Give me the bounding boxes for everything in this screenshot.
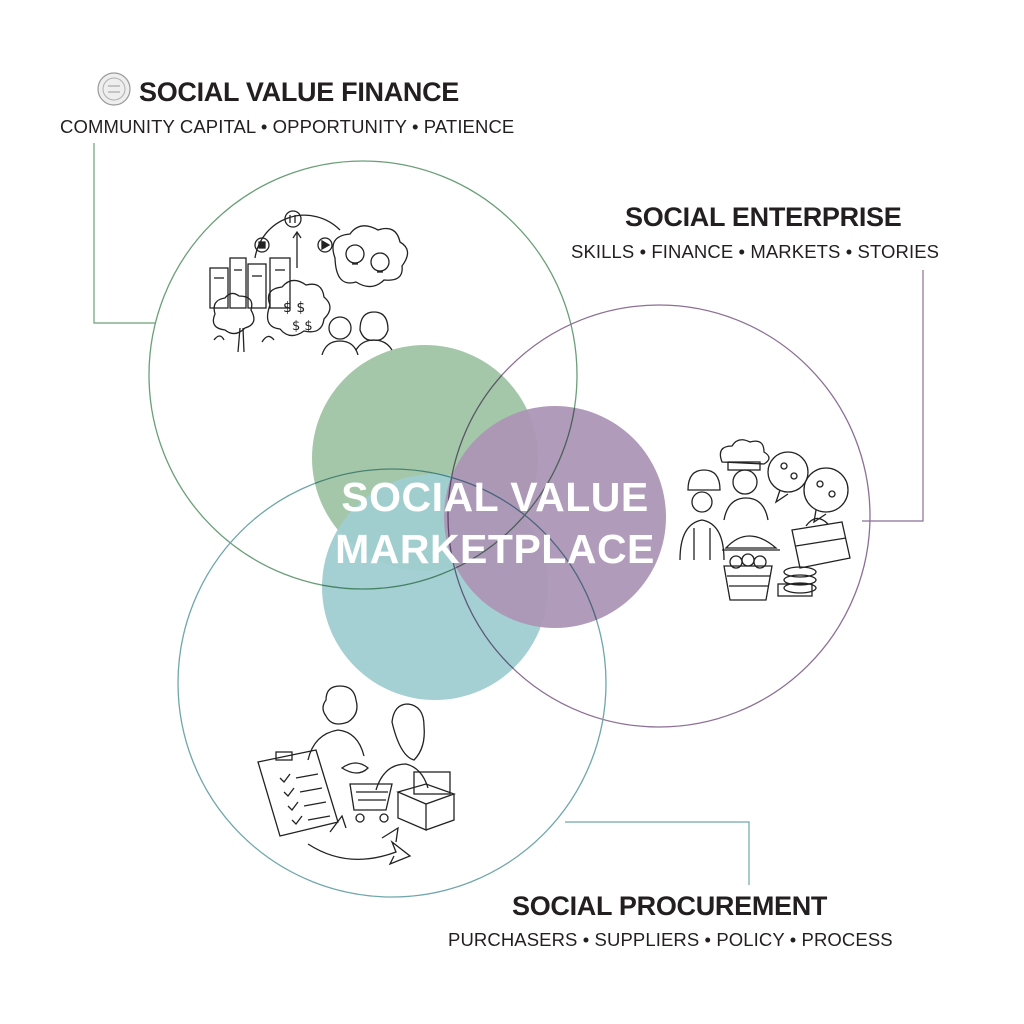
finance-sketch-icon: $ $ $ $ — [209, 210, 409, 356]
svg-text:$ $: $ $ — [292, 319, 313, 334]
seal-logo-icon — [97, 72, 131, 106]
center-title-line1: SOCIAL VALUE — [341, 474, 649, 520]
enterprise-inner-circle — [444, 406, 666, 628]
procurement-connector-line — [565, 821, 750, 885]
finance-connector-line — [93, 143, 156, 324]
center-title-line2: MARKETPLACE — [335, 526, 655, 572]
procurement-subtitle: PURCHASERS • SUPPLIERS • POLICY • PROCES… — [448, 929, 893, 950]
procurement-sketch-icon — [257, 685, 456, 866]
finance-subtitle: COMMUNITY CAPITAL • OPPORTUNITY • PATIEN… — [60, 116, 515, 137]
enterprise-title: SOCIAL ENTERPRISE — [625, 202, 902, 232]
enterprise-subtitle: SKILLS • FINANCE • MARKETS • STORIES — [571, 241, 940, 262]
svg-text:$ $: $ $ — [283, 300, 305, 316]
enterprise-sketch-icon — [679, 439, 851, 601]
procurement-title: SOCIAL PROCUREMENT — [512, 891, 828, 921]
finance-title: SOCIAL VALUE FINANCE — [139, 77, 460, 107]
enterprise-connector-line — [862, 270, 924, 522]
